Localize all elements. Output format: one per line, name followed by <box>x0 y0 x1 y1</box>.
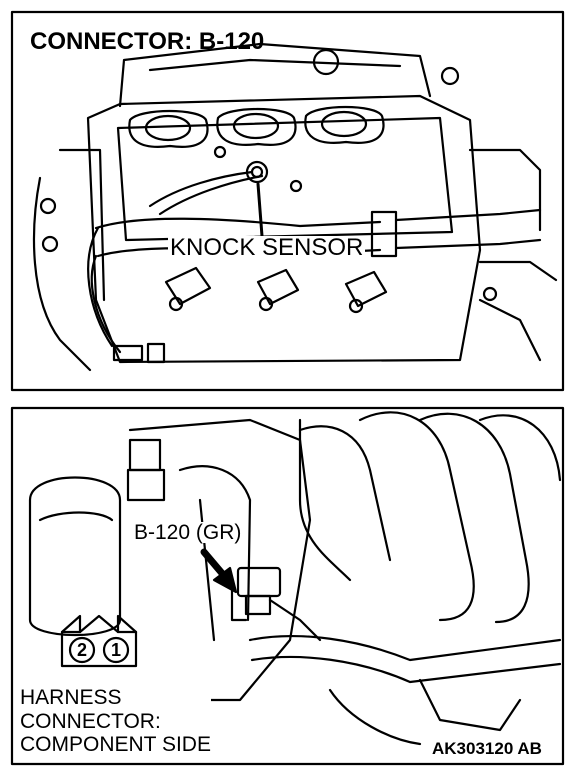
b120-connector-label: B-120 (GR) <box>132 521 244 544</box>
injectors-top <box>164 266 388 314</box>
intake-ports <box>128 105 385 148</box>
intake-runners <box>298 411 562 624</box>
top-panel-frame <box>10 10 565 392</box>
harness-loom-bottom <box>248 418 562 746</box>
harness-caption-line: HARNESS <box>20 686 122 709</box>
knock-sensor-label: KNOCK SENSOR <box>168 234 366 261</box>
bolts-top <box>39 48 498 302</box>
harness-caption-line: COMPONENT SIDE <box>20 733 211 757</box>
b120-connector-body <box>230 566 322 642</box>
harness-loom-top <box>87 208 542 364</box>
bottom-panel-frame <box>10 406 565 766</box>
engine-block-top <box>32 42 558 372</box>
b120-arrow <box>200 548 238 594</box>
pin-2-label: 2 <box>77 640 88 660</box>
harness-connector-caption: HARNESS CONNECTOR: COMPONENT SIDE <box>20 686 211 757</box>
harness-caption-line: CONNECTOR: <box>20 709 161 733</box>
harness-connector-symbol <box>60 614 138 668</box>
figure-code: AK303120 AB <box>432 739 542 758</box>
pin-1-label: 1 <box>111 640 122 660</box>
knock-sensor-body <box>148 160 269 238</box>
connector-title: CONNECTOR: B-120 <box>30 28 265 55</box>
